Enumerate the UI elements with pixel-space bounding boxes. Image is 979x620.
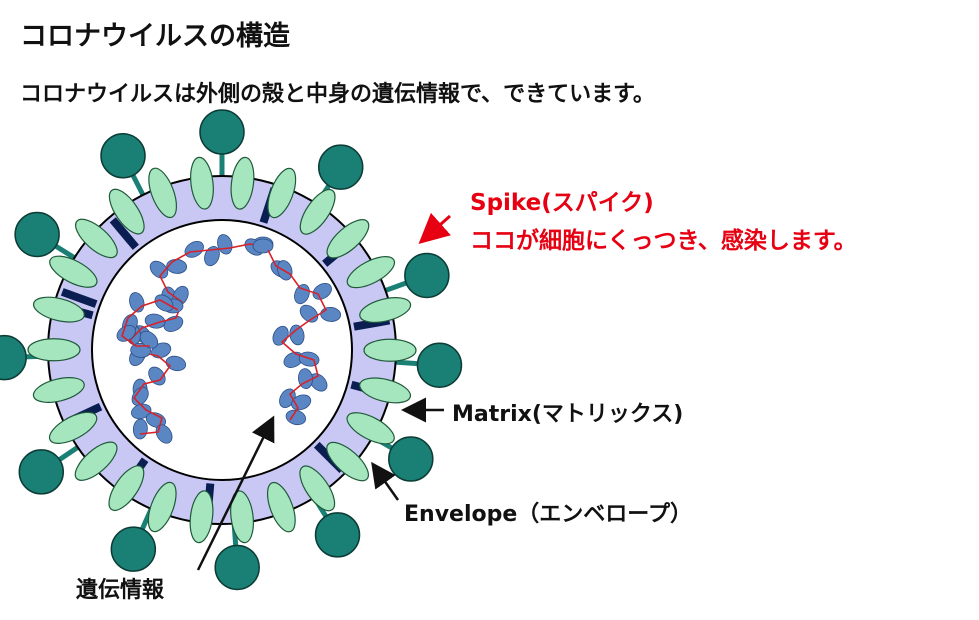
genome-label: 遺伝情報 — [76, 578, 165, 603]
genome-arrow — [196, 415, 275, 571]
spike-label-line1: Spike(スパイク) — [470, 190, 654, 216]
matrix-protein — [189, 490, 214, 544]
rna-strand — [267, 249, 328, 421]
matrix-protein — [346, 256, 396, 289]
matrix-protein — [108, 188, 145, 235]
genome-blob — [312, 282, 332, 300]
matrix-protein — [147, 481, 177, 533]
membrane-protein-bar — [60, 288, 98, 308]
matrix-protein — [363, 338, 417, 362]
matrix-protein — [32, 296, 85, 323]
matrix-protein — [108, 465, 145, 512]
matrix-protein — [190, 156, 214, 210]
matrix-protein — [74, 441, 118, 481]
matrix-protein — [326, 219, 370, 259]
spike-head — [100, 133, 146, 179]
spike-head — [416, 342, 463, 388]
spike-head — [214, 544, 260, 591]
genome-blob — [165, 355, 187, 372]
genome-blob — [155, 424, 173, 444]
genome-blob — [289, 324, 305, 346]
matrix-protein — [148, 167, 178, 219]
page-subtitle: コロナウイルスは外側の殻と中身の遺伝情報で、できています。 — [20, 82, 655, 107]
rna-strand — [128, 243, 269, 435]
spike-label-line2: ココが細胞にくっつき、感染します。 — [470, 228, 857, 254]
matrix-label: Matrix(マトリックス) — [452, 402, 684, 427]
genome-blob — [148, 366, 166, 386]
spike-arrow — [418, 212, 451, 244]
matrix-protein — [299, 188, 336, 235]
matrix-protein — [266, 481, 296, 533]
spike-head — [110, 526, 157, 572]
matrix-protein — [299, 465, 336, 512]
spike-head — [388, 436, 434, 482]
spike-head — [14, 211, 60, 258]
matrix-protein — [75, 218, 118, 259]
genome-blob — [131, 403, 152, 420]
matrix-protein — [326, 441, 369, 482]
genome-blob — [252, 238, 274, 254]
genome-blob — [139, 330, 159, 349]
genome-strands — [116, 234, 342, 444]
matrix-protein — [48, 411, 98, 444]
genome-blob — [116, 324, 136, 342]
genome-blob — [130, 342, 152, 358]
spike-head — [404, 252, 450, 299]
spike-head — [18, 449, 65, 495]
matrix-protein — [230, 490, 254, 544]
page-title: コロナウイルスの構造 — [20, 21, 290, 52]
matrix-protein — [267, 167, 297, 219]
matrix-protein — [32, 377, 85, 403]
genome-blob — [149, 260, 169, 279]
matrix-protein — [359, 377, 412, 404]
matrix-protein — [49, 255, 98, 288]
membrane-protein-bar — [109, 217, 139, 250]
genome-blob — [204, 246, 220, 267]
rna-strand — [121, 299, 179, 347]
matrix-protein — [346, 412, 395, 445]
matrix-protein — [27, 338, 81, 362]
spike-head — [317, 144, 364, 190]
matrix-protein — [359, 297, 412, 323]
spike-head — [199, 109, 245, 155]
spike-head — [314, 512, 361, 558]
envelope-arrow — [371, 461, 400, 501]
matrix-proteins — [27, 156, 417, 544]
matrix-protein — [230, 156, 255, 210]
genome-blob — [285, 409, 307, 426]
spike-head — [0, 334, 27, 381]
spike-label: Spike(スパイク) ココが細胞にくっつき、感染します。 — [470, 184, 857, 260]
envelope-label: Envelope（エンベロープ） — [404, 502, 692, 527]
